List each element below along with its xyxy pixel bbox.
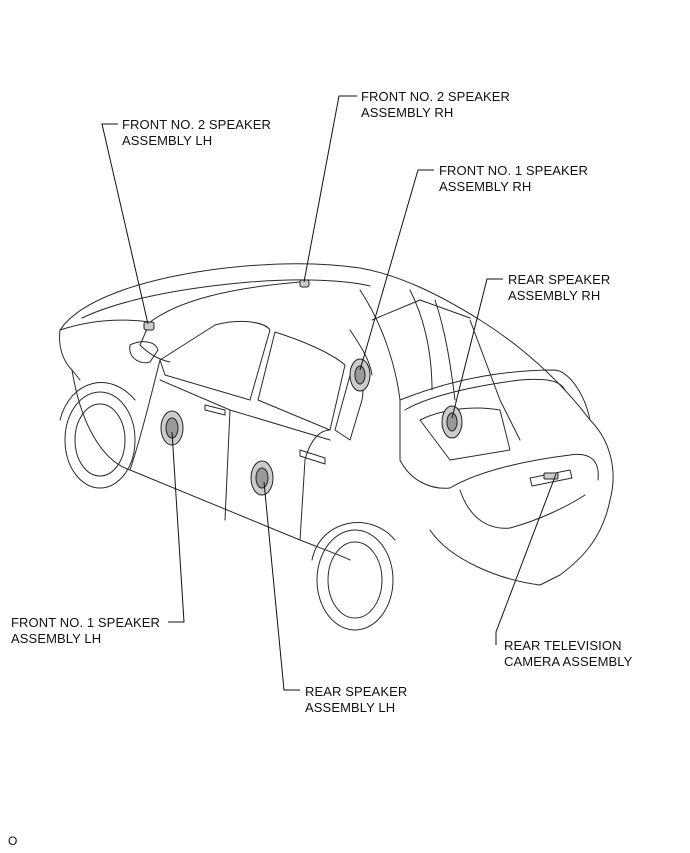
leader-front-no1-lh: [168, 431, 185, 623]
front-no2-speaker-lh-part: [143, 321, 155, 331]
label-rear-speaker-lh: REAR SPEAKER ASSEMBLY LH: [305, 684, 408, 715]
label-front-no1-speaker-lh: FRONT NO. 1 SPEAKER ASSEMBLY LH: [11, 615, 161, 646]
leader-front-no2-lh: [101, 123, 149, 325]
label-rear-speaker-rh: REAR SPEAKER ASSEMBLY RH: [508, 272, 611, 303]
rear-camera-part: [543, 472, 559, 480]
vehicle-outline: [59, 263, 614, 631]
figure-code: O: [8, 834, 18, 848]
label-front-no2-speaker-rh: FRONT NO. 2 SPEAKER ASSEMBLY RH: [361, 89, 511, 120]
leader-lines: [101, 95, 557, 691]
leader-rear-rh: [451, 278, 503, 419]
leader-rear-camera: [495, 473, 557, 645]
speaker-components: [143, 279, 559, 496]
leader-front-no2-rh: [303, 95, 357, 283]
leader-front-no1-rh: [359, 169, 434, 371]
label-rear-television-camera: REAR TELEVISION CAMERA ASSEMBLY: [504, 638, 633, 669]
label-front-no2-speaker-lh: FRONT NO. 2 SPEAKER ASSEMBLY LH: [122, 117, 272, 148]
label-front-no1-speaker-rh: FRONT NO. 1 SPEAKER ASSEMBLY RH: [439, 163, 589, 194]
leader-rear-lh: [263, 481, 300, 691]
